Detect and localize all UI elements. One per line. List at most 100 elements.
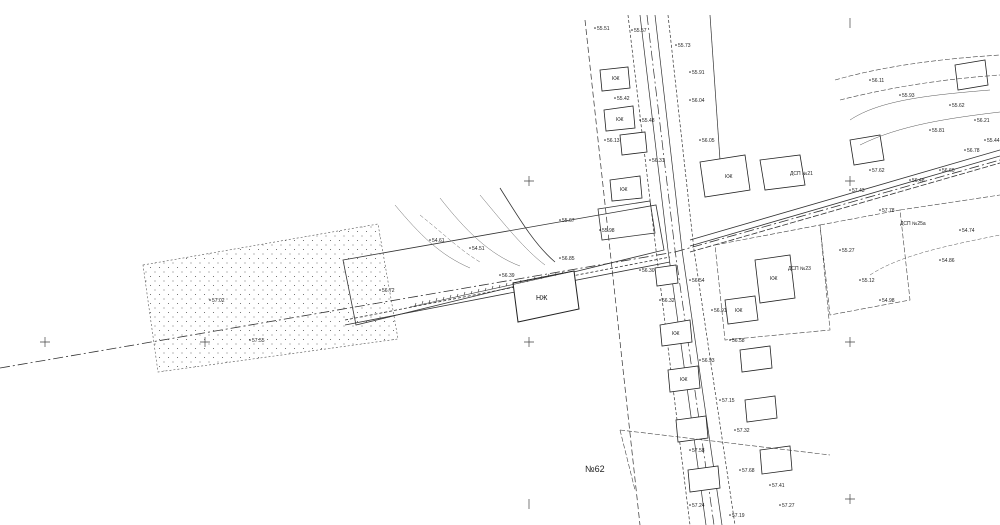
building-label: КЖ xyxy=(620,187,628,193)
elevation-label: 57.43 xyxy=(852,188,865,194)
parcel-label: ДСП №23 xyxy=(788,266,811,272)
elevation-label: 56.21 xyxy=(977,118,990,124)
contour-lines xyxy=(394,187,556,269)
building-label: КЖ xyxy=(770,276,778,282)
building-label: КЖ xyxy=(725,174,733,180)
elevation-point xyxy=(949,104,951,106)
elevation-point xyxy=(699,359,701,361)
elevation-label: 57.41 xyxy=(772,483,785,489)
elevation-label: 56.60 xyxy=(942,168,955,174)
elevation-label: 55.98 xyxy=(602,228,615,234)
elevation-label: 55.62 xyxy=(952,103,965,109)
elevation-label: 56.32 xyxy=(662,298,675,304)
elevation-point xyxy=(689,279,691,281)
street-buildings-right xyxy=(699,59,989,475)
elevation-point xyxy=(639,119,641,121)
elevation-label: 57.68 xyxy=(742,468,755,474)
elevation-point xyxy=(729,339,731,341)
elevation-point xyxy=(964,149,966,151)
grid-crosses xyxy=(40,18,855,509)
parcel-label: №62 xyxy=(585,464,605,474)
elevation-label: 56.72 xyxy=(382,288,395,294)
elevation-point xyxy=(869,169,871,171)
elevation-point xyxy=(209,299,211,301)
elevation-point xyxy=(379,289,381,291)
elevation-label: 57.24 xyxy=(692,503,705,509)
elevation-label: 56.58 xyxy=(732,338,745,344)
elevation-label: 54.61 xyxy=(432,238,445,244)
elevation-label: 55.12 xyxy=(862,278,875,284)
elevation-label: 55.48 xyxy=(642,118,655,124)
elevation-point xyxy=(639,269,641,271)
elevation-label: 54.51 xyxy=(472,246,485,252)
elevation-point xyxy=(604,139,606,141)
elevation-point xyxy=(939,259,941,261)
elevation-label: 56.11 xyxy=(872,78,884,84)
elevation-label: 57.32 xyxy=(737,428,750,434)
elevation-point xyxy=(939,169,941,171)
elevation-point xyxy=(711,309,713,311)
elevation-point xyxy=(899,94,901,96)
elevation-point xyxy=(559,257,561,259)
elevation-label: 57.27 xyxy=(782,503,795,509)
elevation-label: 57.19 xyxy=(732,513,745,519)
elevation-point xyxy=(594,27,596,29)
elevation-point xyxy=(734,429,736,431)
elevation-label: 57.55 xyxy=(252,338,265,344)
elevation-label: 56.13 xyxy=(607,138,620,144)
parcel-label: ДСП №25а xyxy=(900,221,926,227)
elevation-label: 56.04 xyxy=(692,98,705,104)
elevation-point xyxy=(689,449,691,451)
elevation-label: 57.78 xyxy=(882,208,895,214)
parcel-label: ДСП №21 xyxy=(790,171,813,177)
building-label: КЖ xyxy=(735,308,743,314)
parcel-boundaries xyxy=(619,54,1000,491)
elevation-label: 55.44 xyxy=(987,138,1000,144)
elevation-label: 56.78 xyxy=(967,148,980,154)
elevation-point xyxy=(719,399,721,401)
elevation-label: 56.54 xyxy=(692,278,705,284)
elevation-label: 55.81 xyxy=(932,128,945,134)
elevation-point xyxy=(429,239,431,241)
elevation-label: 55.91 xyxy=(692,70,705,76)
elevation-label: 54.86 xyxy=(942,258,955,264)
dotted-field-parcel xyxy=(142,223,399,373)
elevation-point xyxy=(859,279,861,281)
elevation-label: 54.98 xyxy=(882,298,895,304)
elevation-label: 56.91 xyxy=(714,308,727,314)
elevation-label: 57.15 xyxy=(722,398,735,404)
elevation-point xyxy=(499,274,501,276)
elevation-point xyxy=(249,339,251,341)
elevation-point xyxy=(974,119,976,121)
building-label: КЖ xyxy=(612,76,620,82)
elevation-point xyxy=(739,469,741,471)
elevation-label: 55.42 xyxy=(617,96,630,102)
elevation-label: 55.73 xyxy=(678,43,691,49)
elevation-point xyxy=(631,29,633,31)
elevation-label: 56.30 xyxy=(642,268,655,274)
elevation-point xyxy=(559,219,561,221)
elevation-point xyxy=(614,97,616,99)
elevation-label: 57.02 xyxy=(212,298,225,304)
elevation-label: 55.27 xyxy=(842,248,855,254)
building-label: КЖ xyxy=(672,331,680,337)
elevation-label: 55.51 xyxy=(597,26,610,32)
elevation-point xyxy=(599,229,601,231)
elevation-point xyxy=(849,189,851,191)
elevation-point xyxy=(959,229,961,231)
parcel-labels: ДСП №21 ДСП №23 ДСП №25а №62 xyxy=(585,171,926,474)
elevation-point xyxy=(769,484,771,486)
building-labels: КЖ КЖ КЖ КЖ КЖ КЖ КЖ КЖ xyxy=(612,76,778,383)
elevation-label: 55.93 xyxy=(902,93,915,99)
elevation-label: 56.05 xyxy=(702,138,715,144)
elevation-label: 56.93 xyxy=(702,358,715,364)
elevation-point xyxy=(929,129,931,131)
elevation-point xyxy=(659,299,661,301)
building-label: КЖ xyxy=(680,377,688,383)
contour-lines-ne xyxy=(849,89,1000,276)
elevation-point xyxy=(779,504,781,506)
elevation-point xyxy=(689,99,691,101)
elevation-point xyxy=(869,79,871,81)
